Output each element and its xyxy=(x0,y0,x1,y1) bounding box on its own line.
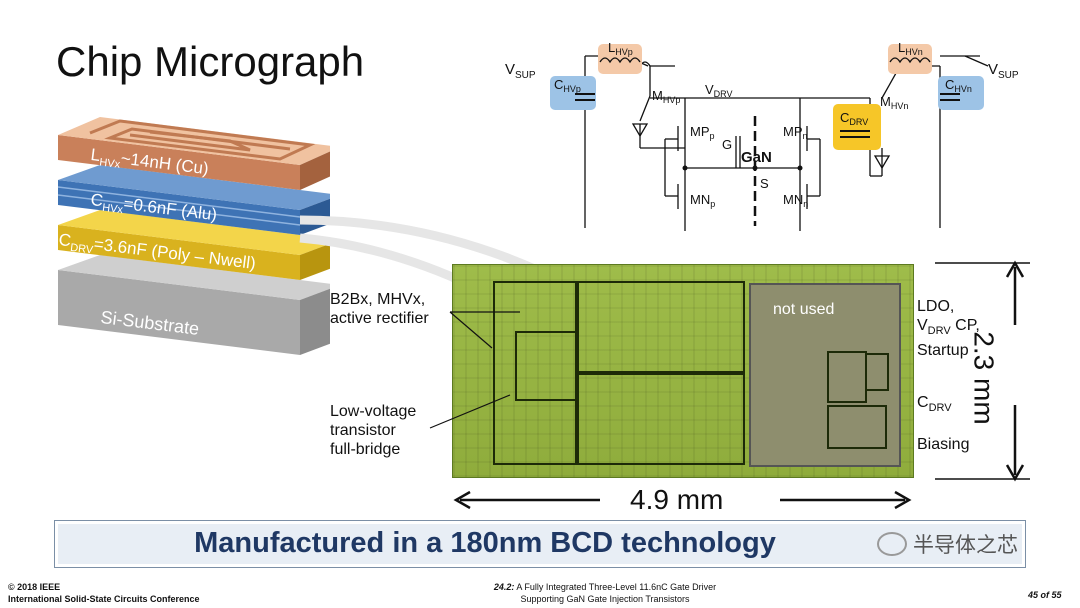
footer-paper-title-line1: 24.2: A Fully Integrated Three-Level 11.… xyxy=(470,582,740,592)
width-dimension-label: 4.9 mm xyxy=(630,484,724,515)
b2bx-label-line1: B2Bx, MHVx, xyxy=(330,291,426,308)
footer-conference: International Solid-State Circuits Confe… xyxy=(8,594,200,604)
die-micrograph: not used xyxy=(452,264,914,478)
die-leader-lines xyxy=(429,311,520,429)
footer-copyright: © 2018 IEEE xyxy=(8,582,61,592)
watermark: 半导体之芯 xyxy=(877,529,1018,559)
dimension-arrows xyxy=(453,260,1030,510)
b2bx-label: B2Bx, MHVx, active rectifier xyxy=(330,290,429,328)
lhvn-highlight xyxy=(888,44,932,74)
lv-bridge-label: Low-voltage transistor full-bridge xyxy=(330,402,416,459)
diode-right xyxy=(873,155,891,170)
lv-bridge-block xyxy=(515,331,579,401)
chv-layer xyxy=(57,165,330,235)
diode-left xyxy=(631,123,649,138)
banner-text: Manufactured in a 180nm BCD technology xyxy=(194,527,776,559)
upper-bridge-block xyxy=(575,281,745,373)
mnp-label: MNp xyxy=(690,192,715,209)
mpp-label: MPp xyxy=(690,124,715,141)
biasing-block xyxy=(827,405,887,449)
inductor-label-sub: HVx xyxy=(98,156,121,171)
slide-title: Chip Micrograph xyxy=(56,38,365,85)
chvp-highlight xyxy=(550,76,596,110)
lv-label-line3: full-bridge xyxy=(330,441,401,458)
lhvp-highlight xyxy=(598,44,642,74)
ldo-label-line1: LDO, xyxy=(917,298,955,315)
biasing-label: Biasing xyxy=(917,436,970,453)
gate-label: G xyxy=(722,137,732,152)
lv-label-line2: transistor xyxy=(330,422,396,439)
lhvp-label: LHVp xyxy=(608,40,633,57)
footer-page-number: 45 of 55 xyxy=(1028,590,1062,600)
technology-banner: Manufactured in a 180nm BCD technology 半… xyxy=(54,520,1026,568)
footer-paper-num: 24.2: xyxy=(493,582,515,592)
chv-label-sub: HVx xyxy=(101,201,124,217)
ldo-label-line2: VDRV CP, xyxy=(917,317,980,338)
layer-stack-illustration xyxy=(57,117,330,355)
not-used-label: not used xyxy=(773,301,835,318)
chvn-label: CHVn xyxy=(945,77,972,94)
inductor-layer xyxy=(58,117,330,190)
ldo-label-line3: Startup xyxy=(917,342,969,360)
mhvn-label: MHVn xyxy=(880,94,908,111)
footer-paper-title-line2: Supporting GaN Gate Injection Transistor… xyxy=(520,594,690,604)
mnn-label: MNn xyxy=(783,192,808,209)
lower-bridge-block xyxy=(575,373,745,465)
chvn-highlight xyxy=(938,76,984,110)
gan-label: GaN xyxy=(741,149,772,166)
cdrv-highlight xyxy=(833,104,881,150)
wechat-icon xyxy=(877,532,907,556)
circuit-schematic: VSUP VSUP LHVp LHVn CHVp CHVn MHVp MHVn … xyxy=(505,40,1019,231)
footer-paper-title-1: A Fully Integrated Three-Level 11.6nC Ga… xyxy=(514,582,717,592)
mpn-label: MPn xyxy=(783,124,808,141)
vsup-left-label: VSUP xyxy=(505,61,536,81)
source-label: S xyxy=(760,176,769,191)
b2bx-label-line2: active rectifier xyxy=(330,310,429,327)
ldo-block xyxy=(865,353,889,391)
lv-label-line1: Low-voltage xyxy=(330,403,417,420)
ldo-label: LDO, VDRV CP, Startup xyxy=(917,297,980,360)
chvp-label: CHVp xyxy=(554,77,581,94)
die-cdrv-label: CDRV xyxy=(917,394,952,415)
unused-block xyxy=(749,283,901,467)
height-dimension-label: 2.3 mm xyxy=(968,331,1000,425)
cdrv-schematic-label: CDRV xyxy=(840,110,868,127)
cdrv-layer xyxy=(58,210,330,280)
vsup-right-label: VSUP xyxy=(988,61,1019,81)
vdrv-label: VDRV xyxy=(705,82,733,99)
mhvp-label: MHVp xyxy=(652,88,680,105)
lhvn-label: LHVn xyxy=(898,40,923,57)
watermark-text: 半导体之芯 xyxy=(913,533,1018,557)
substrate-layer xyxy=(58,255,330,355)
